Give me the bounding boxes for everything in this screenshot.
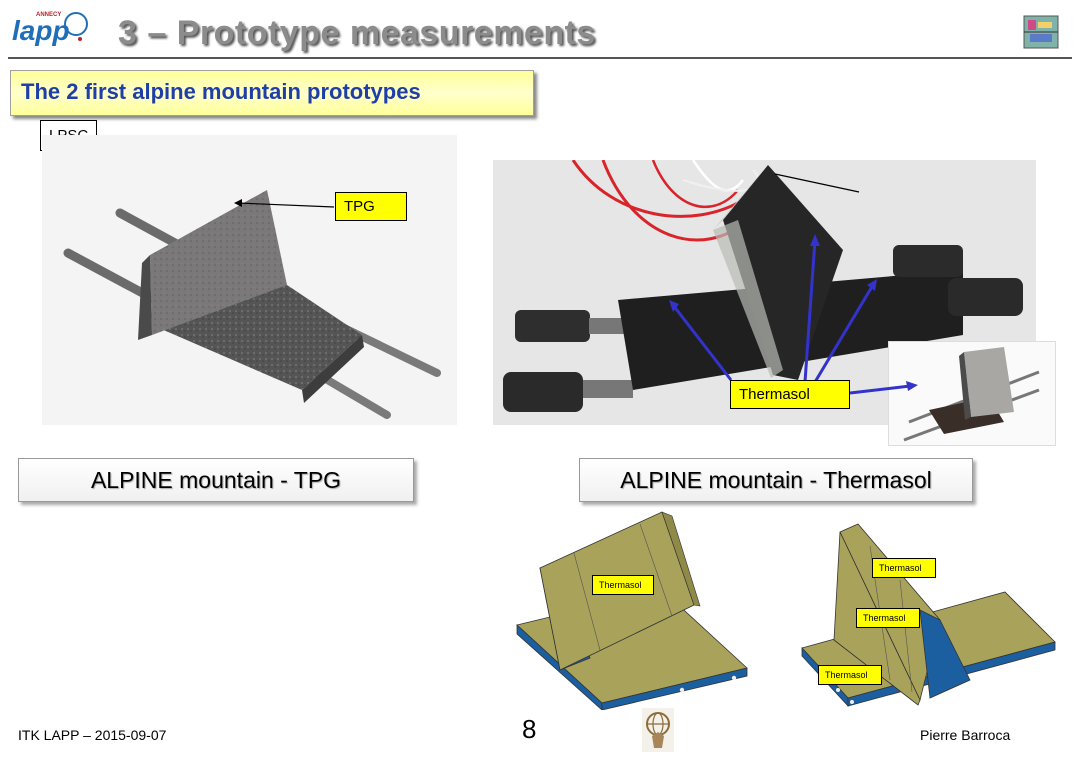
logo-small-text: ANNECY bbox=[36, 12, 61, 18]
thermasol-callout: Thermasol bbox=[730, 380, 850, 409]
cad-thermasol-label-4: Thermasol bbox=[818, 665, 882, 685]
section-subtitle: The 2 first alpine mountain prototypes bbox=[10, 70, 534, 116]
inset-arrow bbox=[850, 381, 918, 395]
atlas-globe-icon bbox=[642, 708, 674, 752]
header-divider bbox=[8, 57, 1072, 59]
cad-thermasol-label-3: Thermasol bbox=[856, 608, 920, 628]
detector-icon bbox=[1022, 12, 1060, 52]
logo-text: lapp bbox=[12, 15, 70, 46]
page-title: 3 – Prototype measurements bbox=[118, 14, 596, 52]
tpg-prototype-photo bbox=[42, 135, 457, 425]
tpg-callout: TPG bbox=[335, 192, 407, 221]
thermasol-inset-photo bbox=[888, 341, 1056, 446]
lapp-logo: ANNECY lapp bbox=[10, 6, 90, 52]
footer-author: Pierre Barroca bbox=[920, 727, 1011, 743]
footer-event-date: ITK LAPP – 2015-09-07 bbox=[18, 727, 167, 743]
tpg-caption: ALPINE mountain - TPG bbox=[18, 458, 414, 502]
page-number: 8 bbox=[522, 714, 537, 744]
cad-thermasol-label-1: Thermasol bbox=[592, 575, 654, 595]
cad-thermasol-label-2: Thermasol bbox=[872, 558, 936, 578]
thermasol-caption: ALPINE mountain - Thermasol bbox=[579, 458, 973, 502]
cad-model-single bbox=[512, 510, 752, 711]
